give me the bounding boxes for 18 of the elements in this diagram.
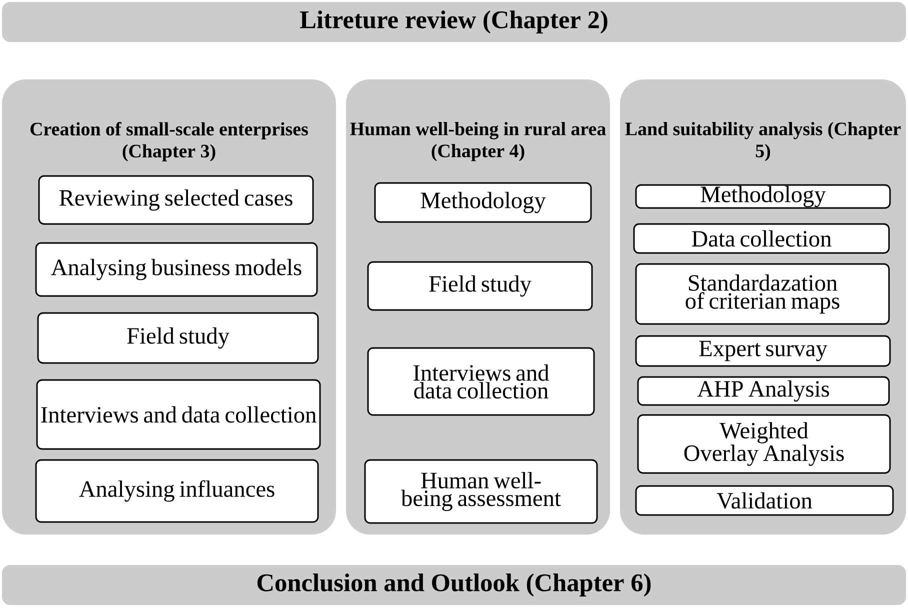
step-box: Methodology [635, 184, 891, 209]
step-box: Expert survay [635, 335, 891, 367]
step-box: Weighted Overlay Analysis [637, 414, 891, 474]
step-box: Reviewing selected cases [38, 175, 314, 225]
step-box: Methodology [374, 182, 592, 223]
step-box: Standardazation of criterian maps [635, 263, 890, 325]
step-box: Interviews and data collection [36, 379, 321, 450]
step-box: Data collection [633, 223, 890, 254]
step-box: Human well-being assessment [364, 459, 598, 524]
step-box: Analysing business models [35, 242, 318, 297]
step-box: Field study [367, 261, 593, 311]
step-box: Interviews and data collection [367, 347, 595, 416]
step-box: AHP Analysis [637, 376, 890, 406]
chapter-band: Conclusion and Outlook (Chapter 6) [2, 565, 906, 605]
chapter-band: Litreture review (Chapter 2) [2, 2, 906, 42]
step-box: Field study [37, 312, 319, 364]
step-box: Analysing influances [35, 459, 319, 523]
step-box: Validation [635, 485, 894, 516]
